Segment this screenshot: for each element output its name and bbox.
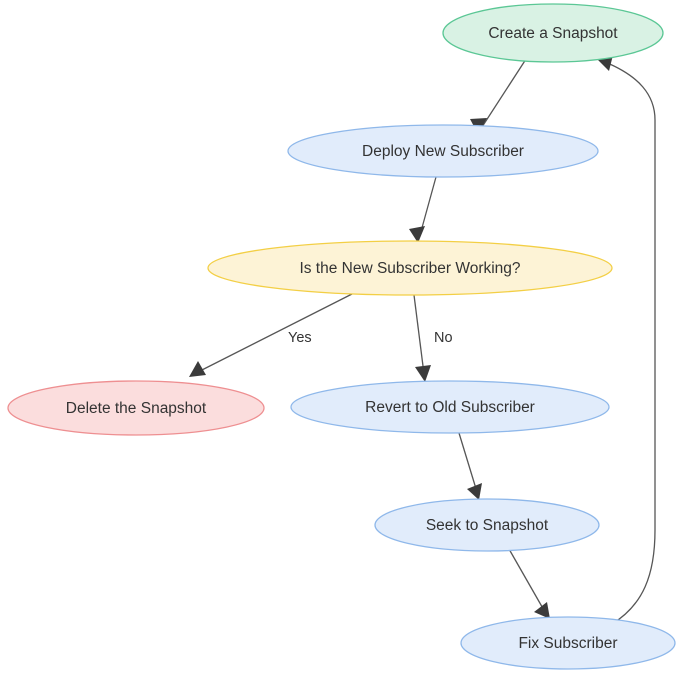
node-deploy-new-subscriber[interactable]: Deploy New Subscriber	[287, 124, 599, 178]
node-seek-to-snapshot-shape[interactable]	[374, 498, 600, 552]
edge-revert-to-seek-line	[458, 432, 478, 493]
edge-seek-to-fix	[508, 548, 550, 619]
node-create-snapshot[interactable]: Create a Snapshot	[442, 3, 664, 63]
edge-decision-yes-line	[195, 293, 353, 374]
node-revert-to-old-subscriber-shape[interactable]	[290, 380, 610, 434]
edge-layer: Yes No	[189, 55, 656, 625]
edge-seek-to-fix-arrowhead	[534, 602, 550, 619]
node-is-new-subscriber-working-shape[interactable]	[207, 240, 613, 296]
node-deploy-new-subscriber-shape[interactable]	[287, 124, 599, 178]
edge-decision-yes-arrowhead	[189, 361, 206, 377]
edge-seek-to-fix-line	[508, 548, 546, 613]
node-is-new-subscriber-working-label: Is the New Subscriber Working?	[299, 260, 520, 277]
edge-deploy-to-decision	[409, 176, 437, 243]
edge-create-to-deploy	[470, 55, 529, 134]
edge-deploy-to-decision-line	[419, 176, 437, 236]
edge-decision-no-arrowhead	[415, 365, 431, 382]
edge-revert-to-seek	[458, 432, 482, 500]
node-seek-to-snapshot[interactable]: Seek to Snapshot	[374, 498, 600, 552]
edge-fix-to-create	[597, 55, 656, 625]
edge-fix-to-create-line	[604, 61, 656, 625]
edge-decision-no-line	[413, 294, 425, 375]
node-delete-the-snapshot[interactable]: Delete the Snapshot	[7, 380, 265, 436]
node-create-snapshot-shape[interactable]	[442, 3, 664, 63]
node-fix-subscriber-label: Fix Subscriber	[518, 635, 617, 652]
node-create-snapshot-label: Create a Snapshot	[488, 25, 618, 42]
node-revert-to-old-subscriber[interactable]: Revert to Old Subscriber	[290, 380, 610, 434]
edge-decision-no: No	[413, 294, 453, 382]
edge-deploy-to-decision-arrowhead	[409, 226, 425, 243]
node-delete-the-snapshot-label: Delete the Snapshot	[66, 400, 207, 417]
node-deploy-new-subscriber-label: Deploy New Subscriber	[362, 143, 524, 160]
node-is-new-subscriber-working[interactable]: Is the New Subscriber Working?	[207, 240, 613, 296]
edge-decision-yes: Yes	[189, 293, 353, 377]
node-delete-the-snapshot-shape[interactable]	[7, 380, 265, 436]
node-seek-to-snapshot-label: Seek to Snapshot	[426, 517, 549, 534]
node-layer: Create a Snapshot Deploy New Subscriber …	[7, 3, 676, 670]
node-revert-to-old-subscriber-label: Revert to Old Subscriber	[365, 399, 535, 416]
edge-label-yes: Yes	[288, 330, 312, 346]
node-fix-subscriber[interactable]: Fix Subscriber	[460, 616, 676, 670]
edge-revert-to-seek-arrowhead	[467, 483, 482, 500]
edge-create-to-deploy-line	[481, 55, 529, 128]
edge-label-no: No	[434, 330, 453, 346]
node-fix-subscriber-shape[interactable]	[460, 616, 676, 670]
